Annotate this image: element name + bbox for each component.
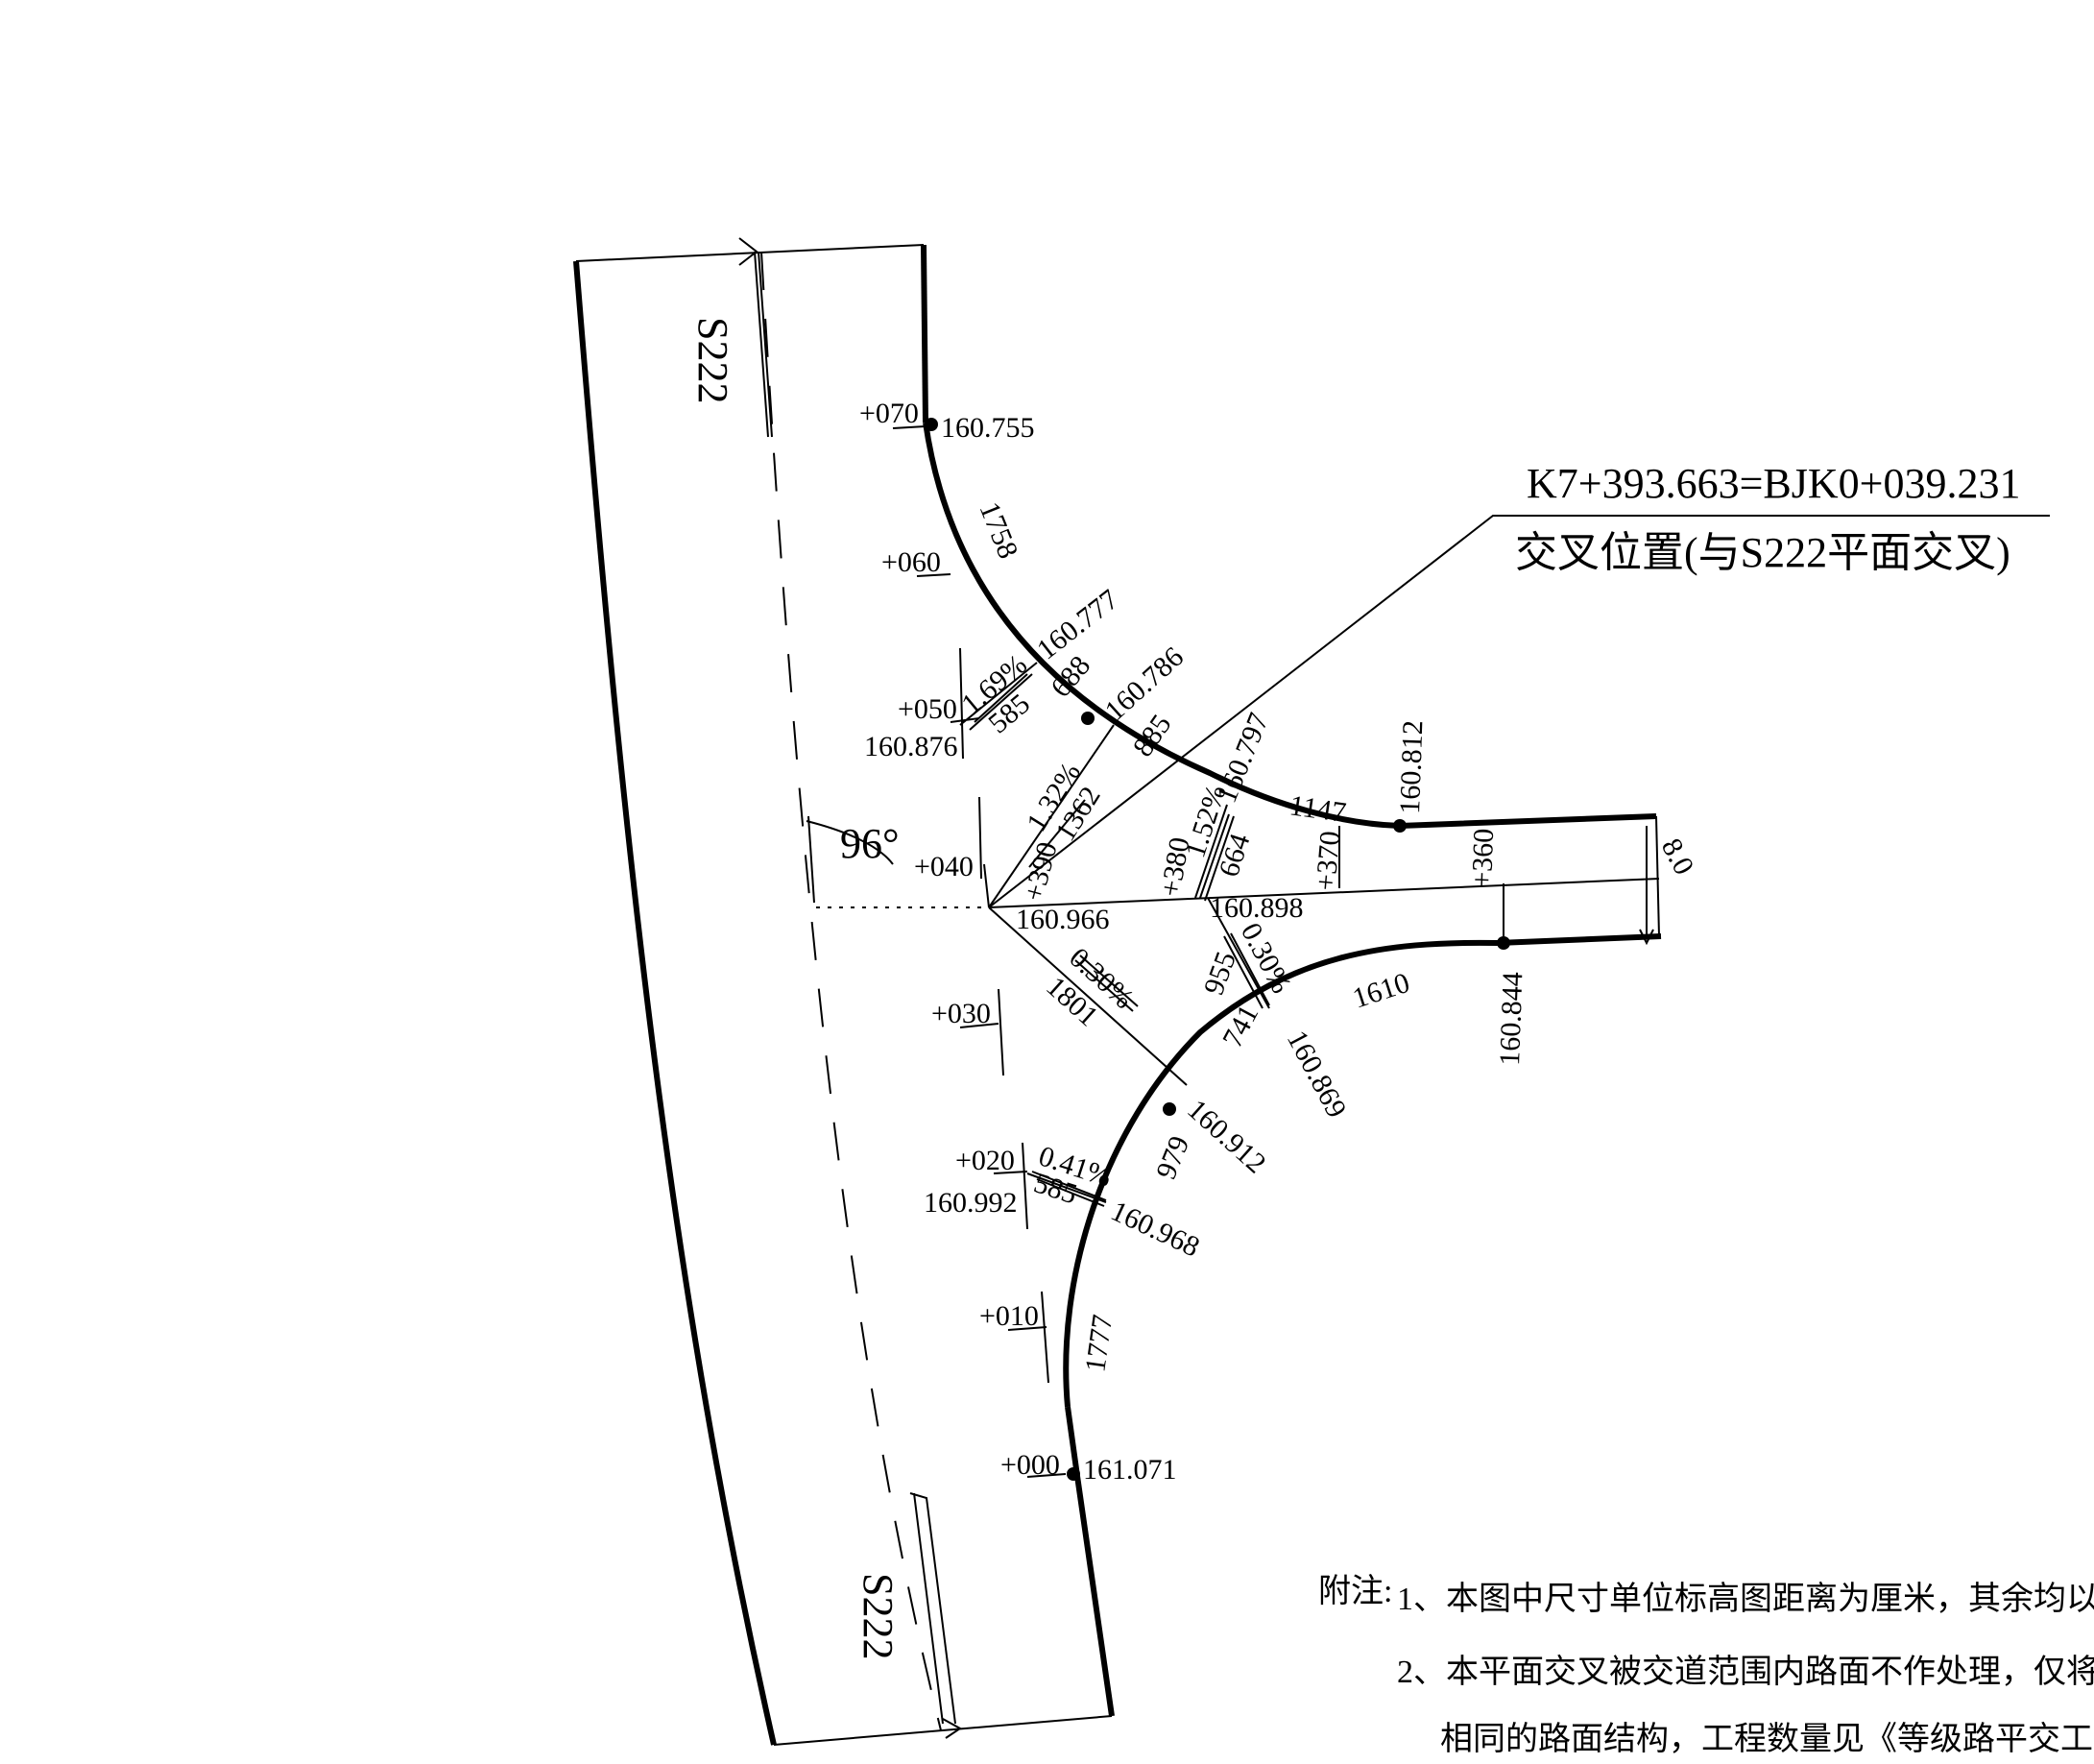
tri-line-upper-1 — [988, 724, 1115, 908]
dim-ticks — [959, 647, 1049, 1384]
point-161071 — [1067, 1467, 1080, 1481]
dist-955: 955 — [1198, 948, 1242, 1000]
dist-741: 741 — [1216, 1000, 1264, 1052]
station-060: +060 — [881, 546, 941, 578]
notes-block: 附注: 1、本图中尺寸单位标高图距离为厘米，其余均以米计。 2、本平面交叉被交道… — [1318, 1573, 2094, 1757]
station-line-070 — [892, 425, 927, 429]
dist-1610: 1610 — [1349, 967, 1413, 1015]
station-390: +390 — [1018, 838, 1064, 904]
road-label-top: S222 — [689, 317, 736, 403]
main-road-top-edge — [575, 244, 925, 262]
upper-curb-straight — [921, 244, 928, 423]
elev-161071: 161.071 — [1083, 1454, 1177, 1486]
notes-heading: 附注: — [1318, 1573, 1392, 1609]
station-line-000 — [1026, 1473, 1067, 1478]
angle-arc — [806, 820, 894, 865]
elev-160777: 160.777 — [1031, 583, 1124, 665]
station-tick-040 — [983, 863, 990, 908]
callout-description: 交叉位置(与S222平面交叉) — [1515, 529, 2010, 576]
callout-leader — [988, 515, 2050, 908]
slope-arrow-6 — [1031, 1171, 1107, 1207]
elev-160912: 160.912 — [1181, 1094, 1272, 1180]
elev-160876: 160.876 — [864, 731, 958, 762]
station-360: +360 — [1466, 828, 1500, 888]
elev-160812: 160.812 — [1394, 720, 1429, 815]
elev-160755: 160.755 — [941, 412, 1035, 444]
station-line-010 — [1007, 1326, 1047, 1331]
station-line-020 — [993, 1171, 1107, 1203]
main-road-centerline — [760, 251, 942, 1731]
dist-1777: 1777 — [1079, 1313, 1119, 1374]
callout-station: K7+393.663=BJK0+039.231 — [1527, 460, 2020, 507]
station-line-060 — [916, 573, 951, 577]
station-010: +010 — [979, 1300, 1039, 1332]
elev-160869: 160.869 — [1281, 1026, 1353, 1124]
slope-arrow-4 — [1074, 954, 1139, 1012]
station-050: +050 — [898, 693, 957, 725]
station-030: +030 — [931, 998, 991, 1029]
upper-curb-return — [923, 422, 1657, 830]
station-000: +000 — [1000, 1449, 1060, 1481]
point-160844 — [1497, 936, 1510, 950]
station-line-030 — [959, 1023, 999, 1028]
station-line-050 — [950, 662, 1038, 726]
elev-160844: 160.844 — [1494, 972, 1528, 1067]
dist-979: 979 — [1150, 1132, 1195, 1184]
elev-160898: 160.898 — [1210, 892, 1304, 924]
elev-160968: 160.968 — [1106, 1195, 1204, 1263]
road-label-bottom: S222 — [854, 1573, 902, 1659]
slope-arrow-2 — [1028, 799, 1086, 868]
point-160912 — [1163, 1102, 1176, 1116]
slope-arrow-1 — [969, 673, 1033, 731]
notes-line-3: 相同的路面结构，工程数量见《等级路平交工程数量表 — [1440, 1721, 2094, 1757]
point-160786 — [1081, 712, 1095, 725]
elev-160966: 160.966 — [1016, 904, 1110, 935]
tri-line-mid-lower — [1207, 897, 1270, 1009]
station-070: +070 — [859, 398, 919, 429]
slope-arrow-3 — [1199, 813, 1235, 902]
point-160755 — [925, 418, 938, 431]
dist-664: 664 — [1213, 830, 1256, 881]
station-020: +020 — [955, 1145, 1015, 1176]
break-symbol-bottom — [909, 1492, 962, 1739]
branch-end-line — [1655, 815, 1660, 937]
elev-160786: 160.786 — [1099, 640, 1191, 727]
station-370: +370 — [1310, 830, 1346, 892]
main-road-s222 — [573, 237, 1113, 1746]
construction-lines — [806, 425, 2050, 1478]
elevation-points — [925, 418, 1510, 1481]
point-160812 — [1393, 819, 1407, 833]
width-dimension — [1639, 826, 1654, 946]
lower-curb-return — [1063, 933, 1662, 1408]
station-040: +040 — [914, 851, 974, 882]
break-symbol-top — [738, 237, 773, 438]
dist-width: 8.0 — [1655, 834, 1700, 881]
notes-line-1: 1、本图中尺寸单位标高图距离为厘米，其余均以米计。 — [1397, 1581, 2094, 1617]
dist-1758: 1758 — [974, 497, 1024, 563]
tri-line-mid-upper — [1194, 804, 1228, 899]
main-road-left-edge — [573, 260, 777, 1746]
branch-centerline — [988, 878, 1660, 908]
main-road-bottom-edge — [773, 1715, 1113, 1746]
notes-line-2: 2、本平面交叉被交道范围内路面不作处理，仅将加铺转角 — [1397, 1654, 2094, 1690]
elev-160992: 160.992 — [924, 1187, 1018, 1219]
dist-1147: 1147 — [1288, 789, 1348, 829]
angle-ref-line — [807, 815, 815, 904]
angle-label: 96° — [840, 820, 900, 867]
slope-arrow-5 — [1223, 932, 1270, 1009]
tri-line-lower-1 — [988, 906, 1188, 1086]
